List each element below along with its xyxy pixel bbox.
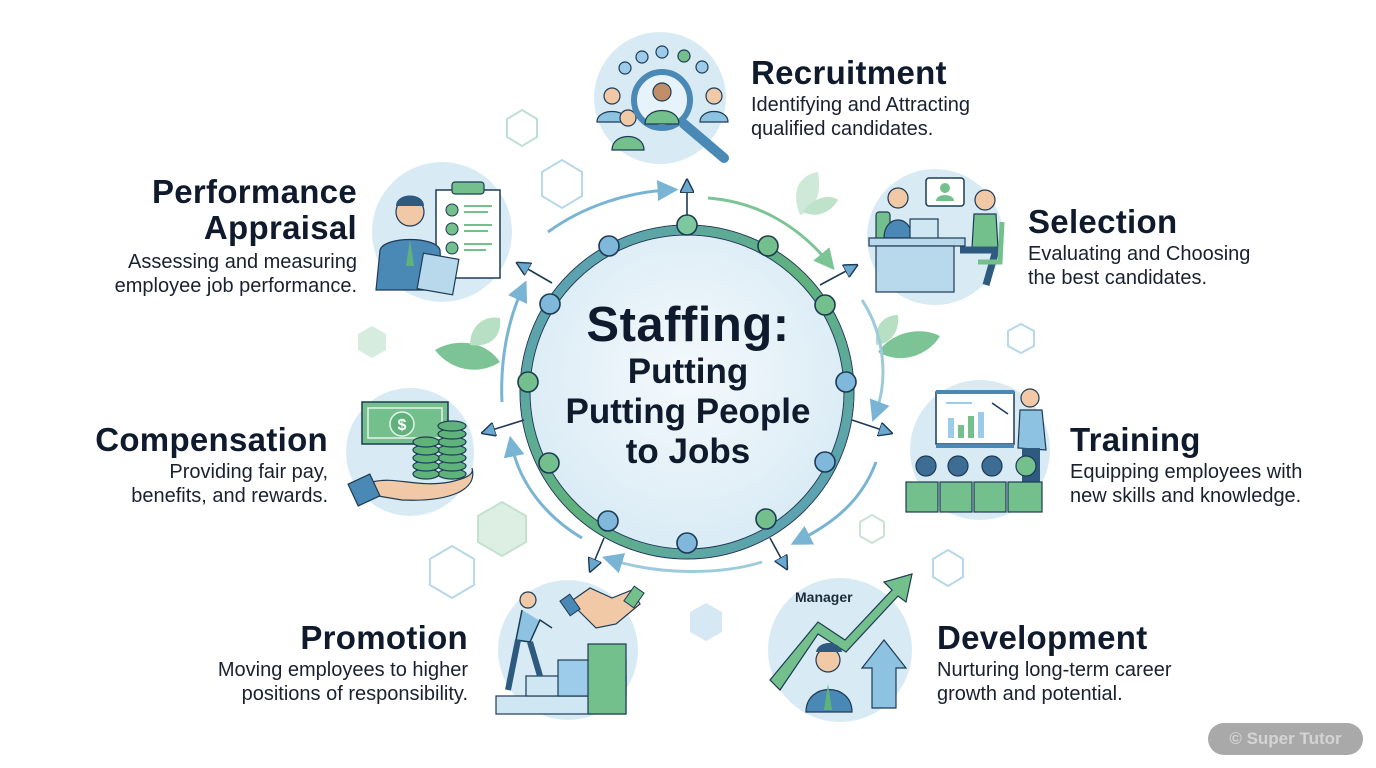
- stage-development: Development Nurturing long-term career g…: [937, 620, 1172, 706]
- stage-title-line2: Appraisal: [203, 209, 357, 246]
- stage-title: Promotion: [300, 619, 468, 656]
- stage-desc-line1: Assessing and measuring: [127, 251, 357, 273]
- svg-text:$: $: [398, 417, 407, 434]
- stage-recruitment: Recruitment Identifying and Attracting q…: [751, 55, 970, 141]
- stage-desc-line2: employee job performance.: [114, 275, 357, 297]
- stage-title: Recruitment: [751, 54, 947, 91]
- stage-desc-line1: Identifying and Attracting: [751, 94, 971, 116]
- stage-title: Development: [937, 619, 1148, 656]
- clipboard-checklist-icon: [372, 162, 512, 302]
- manager-badge: Manager: [795, 589, 853, 605]
- center-title-line3: Putting People: [565, 392, 811, 431]
- stage-desc-line1: Nurturing long-term career: [937, 659, 1172, 681]
- stage-desc-line1: Providing fair pay,: [169, 461, 328, 483]
- presentation-audience-icon: [905, 380, 1050, 520]
- stage-promotion: Promotion Moving employees to higher pos…: [168, 620, 468, 706]
- stage-desc-line2: new skills and knowledge.: [1070, 485, 1302, 507]
- leaf-decoration-left: [435, 317, 501, 370]
- stage-desc-line2: growth and potential.: [937, 683, 1123, 705]
- leaf-decoration-top: [796, 172, 838, 215]
- center-title-line2: Putting: [627, 352, 749, 391]
- cycle-arrows: [500, 180, 890, 574]
- stage-desc-line2: qualified candidates.: [751, 118, 934, 140]
- stage-title: Selection: [1028, 203, 1178, 240]
- stage-desc-line1: Evaluating and Choosing: [1028, 243, 1251, 265]
- stage-performance-appraisal: Performance Appraisal Assessing and meas…: [100, 174, 357, 298]
- stage-desc-line1: Equipping employees with: [1070, 461, 1303, 483]
- stage-title-line1: Performance: [151, 173, 357, 210]
- watermark-badge: © Super Tutor: [1208, 723, 1363, 755]
- growth-arrow-manager-icon: [768, 573, 913, 722]
- stage-title: Compensation: [95, 421, 328, 458]
- stage-desc-line2: the best candidates.: [1028, 267, 1208, 289]
- stage-selection: Selection Evaluating and Choosing the be…: [1028, 204, 1250, 290]
- leaf-decoration-right: [875, 315, 940, 359]
- stage-desc-line1: Moving employees to higher: [217, 659, 468, 681]
- interview-desk-icon: [867, 169, 1005, 305]
- stage-title: Training: [1070, 421, 1201, 458]
- stage-desc-line2: benefits, and rewards.: [131, 485, 328, 507]
- magnifier-candidates-icon: [594, 32, 729, 164]
- center-title: Staffing: Putting Putting People to Jobs: [538, 298, 838, 472]
- center-title-main: Staffing:: [586, 298, 790, 352]
- stage-training: Training Equipping employees with new sk…: [1070, 422, 1302, 508]
- stairs-handshake-icon: [495, 580, 645, 720]
- ring-nodes: [517, 214, 857, 554]
- center-title-line4: to Jobs: [625, 432, 751, 471]
- decorative-hexagons: [358, 108, 1035, 641]
- money-hand-icon: $: [346, 388, 474, 516]
- stage-desc-line2: positions of responsibility.: [241, 683, 468, 705]
- stage-compensation: Compensation Providing fair pay, benefit…: [60, 422, 328, 508]
- radial-spokes: [492, 190, 882, 562]
